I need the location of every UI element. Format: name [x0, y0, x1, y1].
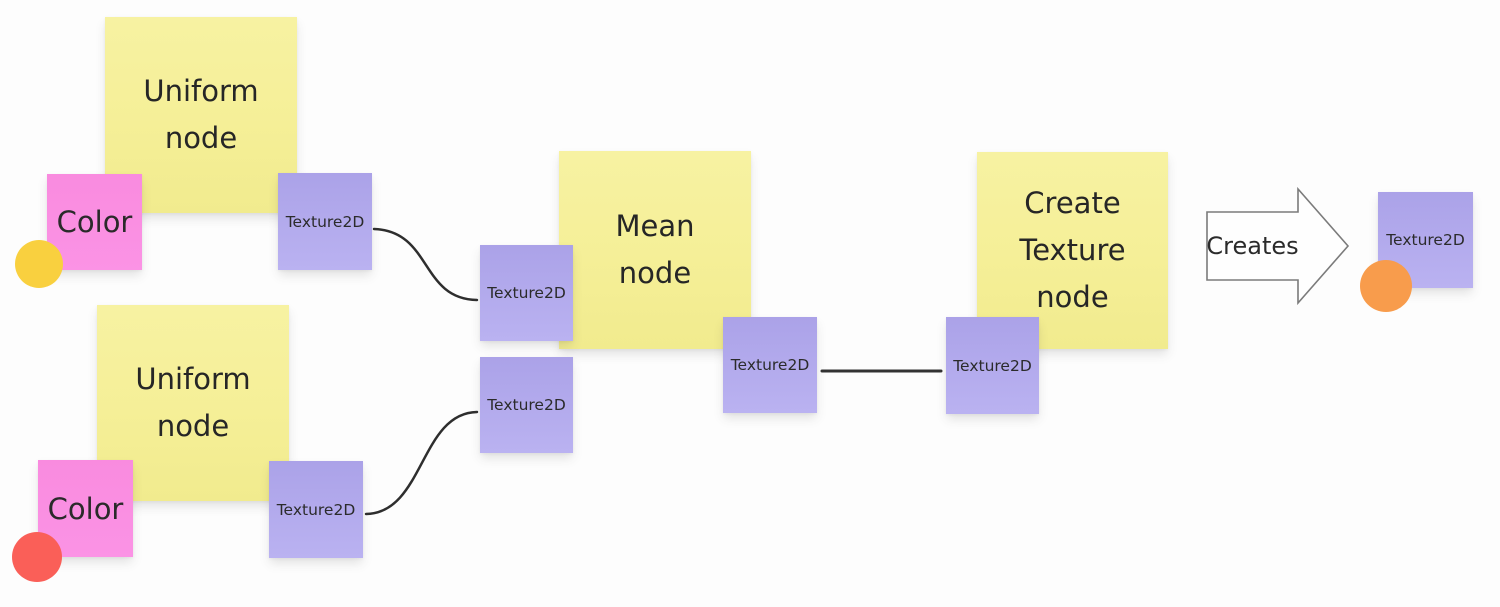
connector-uniform-top-to-mean[interactable] — [372, 227, 479, 302]
mean-texture2d-input1-label: Texture2D — [487, 284, 566, 302]
uniform-bottom-texture2d-output-label: Texture2D — [276, 500, 356, 519]
uniform-node-top-label: Uniform node — [143, 74, 259, 155]
uniform-bottom-color-input-label: Color — [47, 491, 124, 526]
mean-texture2d-input2-note[interactable]: Texture2D — [480, 357, 573, 453]
connector-uniform-bottom-to-mean[interactable] — [364, 410, 479, 516]
orange-color-swatch-dot[interactable] — [1360, 260, 1412, 312]
result-texture2d-label: Texture2D — [1386, 231, 1465, 249]
mean-node-label: Mean node — [615, 209, 695, 290]
mean-texture2d-output-note[interactable]: Texture2D — [723, 317, 817, 413]
create-texture-texture2d-input-note[interactable]: Texture2D — [946, 317, 1039, 414]
uniform-node-bottom-label: Uniform node — [135, 362, 251, 443]
creates-arrow-label: Creates — [1206, 232, 1299, 260]
create-texture-node-label: Create Texture node — [1019, 186, 1126, 314]
yellow-color-swatch-dot[interactable] — [15, 240, 63, 288]
red-color-swatch-dot[interactable] — [12, 532, 62, 582]
mean-texture2d-input1-note[interactable]: Texture2D — [480, 245, 573, 341]
create-texture-texture2d-input-label: Texture2D — [953, 356, 1032, 375]
uniform-bottom-texture2d-output-note[interactable]: Texture2D — [269, 461, 363, 558]
uniform-top-color-input-label: Color — [56, 205, 133, 239]
mean-texture2d-output-label: Texture2D — [730, 356, 810, 374]
uniform-top-texture2d-output-label: Texture2D — [285, 212, 365, 231]
uniform-top-texture2d-output-note[interactable]: Texture2D — [278, 173, 372, 270]
creates-arrow-shape[interactable] — [1204, 186, 1352, 307]
mean-texture2d-input2-label: Texture2D — [487, 396, 566, 414]
